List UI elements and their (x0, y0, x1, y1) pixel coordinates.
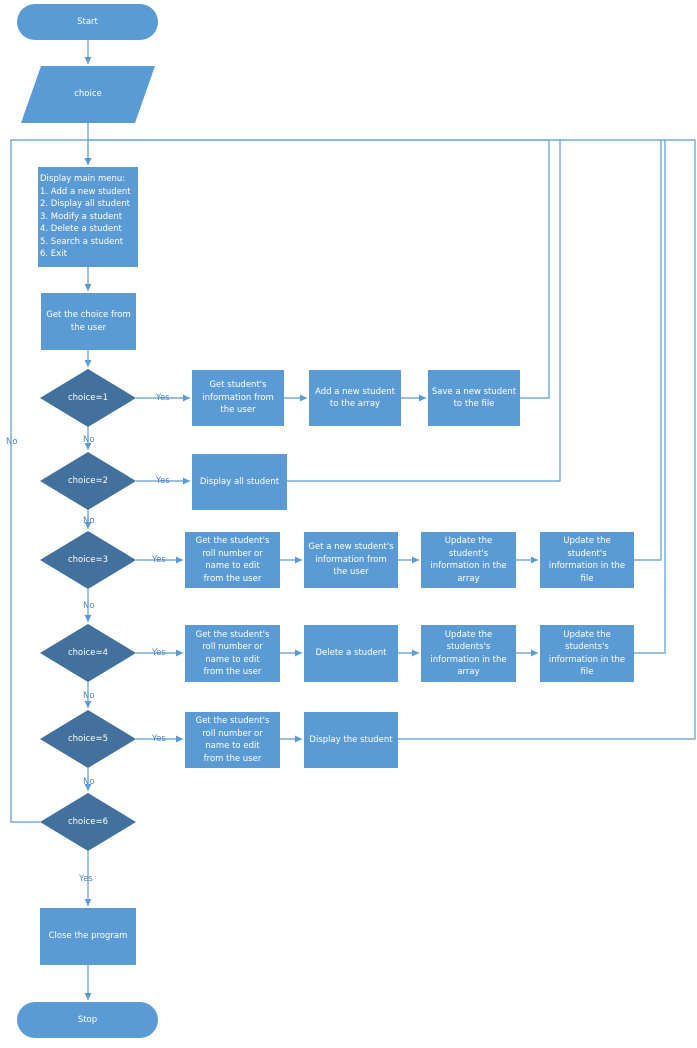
r3-upd-file-box (540, 532, 634, 588)
r2-return-loop (287, 140, 561, 482)
stop-terminal (17, 1002, 158, 1038)
r2-display-box (192, 454, 287, 510)
d4-decision (40, 624, 136, 682)
start-terminal (17, 4, 158, 40)
r1-save-box (428, 370, 520, 426)
d2-decision (40, 452, 136, 510)
d6-no-loop (10, 139, 88, 823)
r1-add-box (309, 370, 401, 426)
choice-input-parallelogram (21, 66, 155, 123)
r4-upd-file-box (540, 625, 634, 682)
d5-decision (40, 710, 136, 768)
get-choice-box (41, 293, 136, 350)
r3-new-box (304, 532, 398, 588)
d1-decision (40, 369, 136, 427)
r1-get-box (192, 370, 284, 426)
main-menu-box (38, 167, 138, 267)
r3-upd-array-box (421, 532, 516, 588)
r5-return-loop (88, 139, 696, 740)
connectors (10, 40, 696, 1000)
r4-return-loop (634, 140, 666, 654)
r4-delete-box (304, 625, 398, 682)
r1-return-loop (84, 139, 550, 399)
r5-display-box (304, 712, 398, 768)
r3-get-box (185, 532, 280, 588)
close-box (40, 908, 136, 965)
d3-decision (40, 531, 136, 589)
r3-return-loop (634, 140, 662, 561)
r4-upd-array-box (421, 625, 516, 682)
r4-get-box (185, 625, 280, 682)
d6-decision (40, 793, 136, 851)
r5-get-box (185, 712, 280, 768)
shapes (17, 4, 634, 1038)
